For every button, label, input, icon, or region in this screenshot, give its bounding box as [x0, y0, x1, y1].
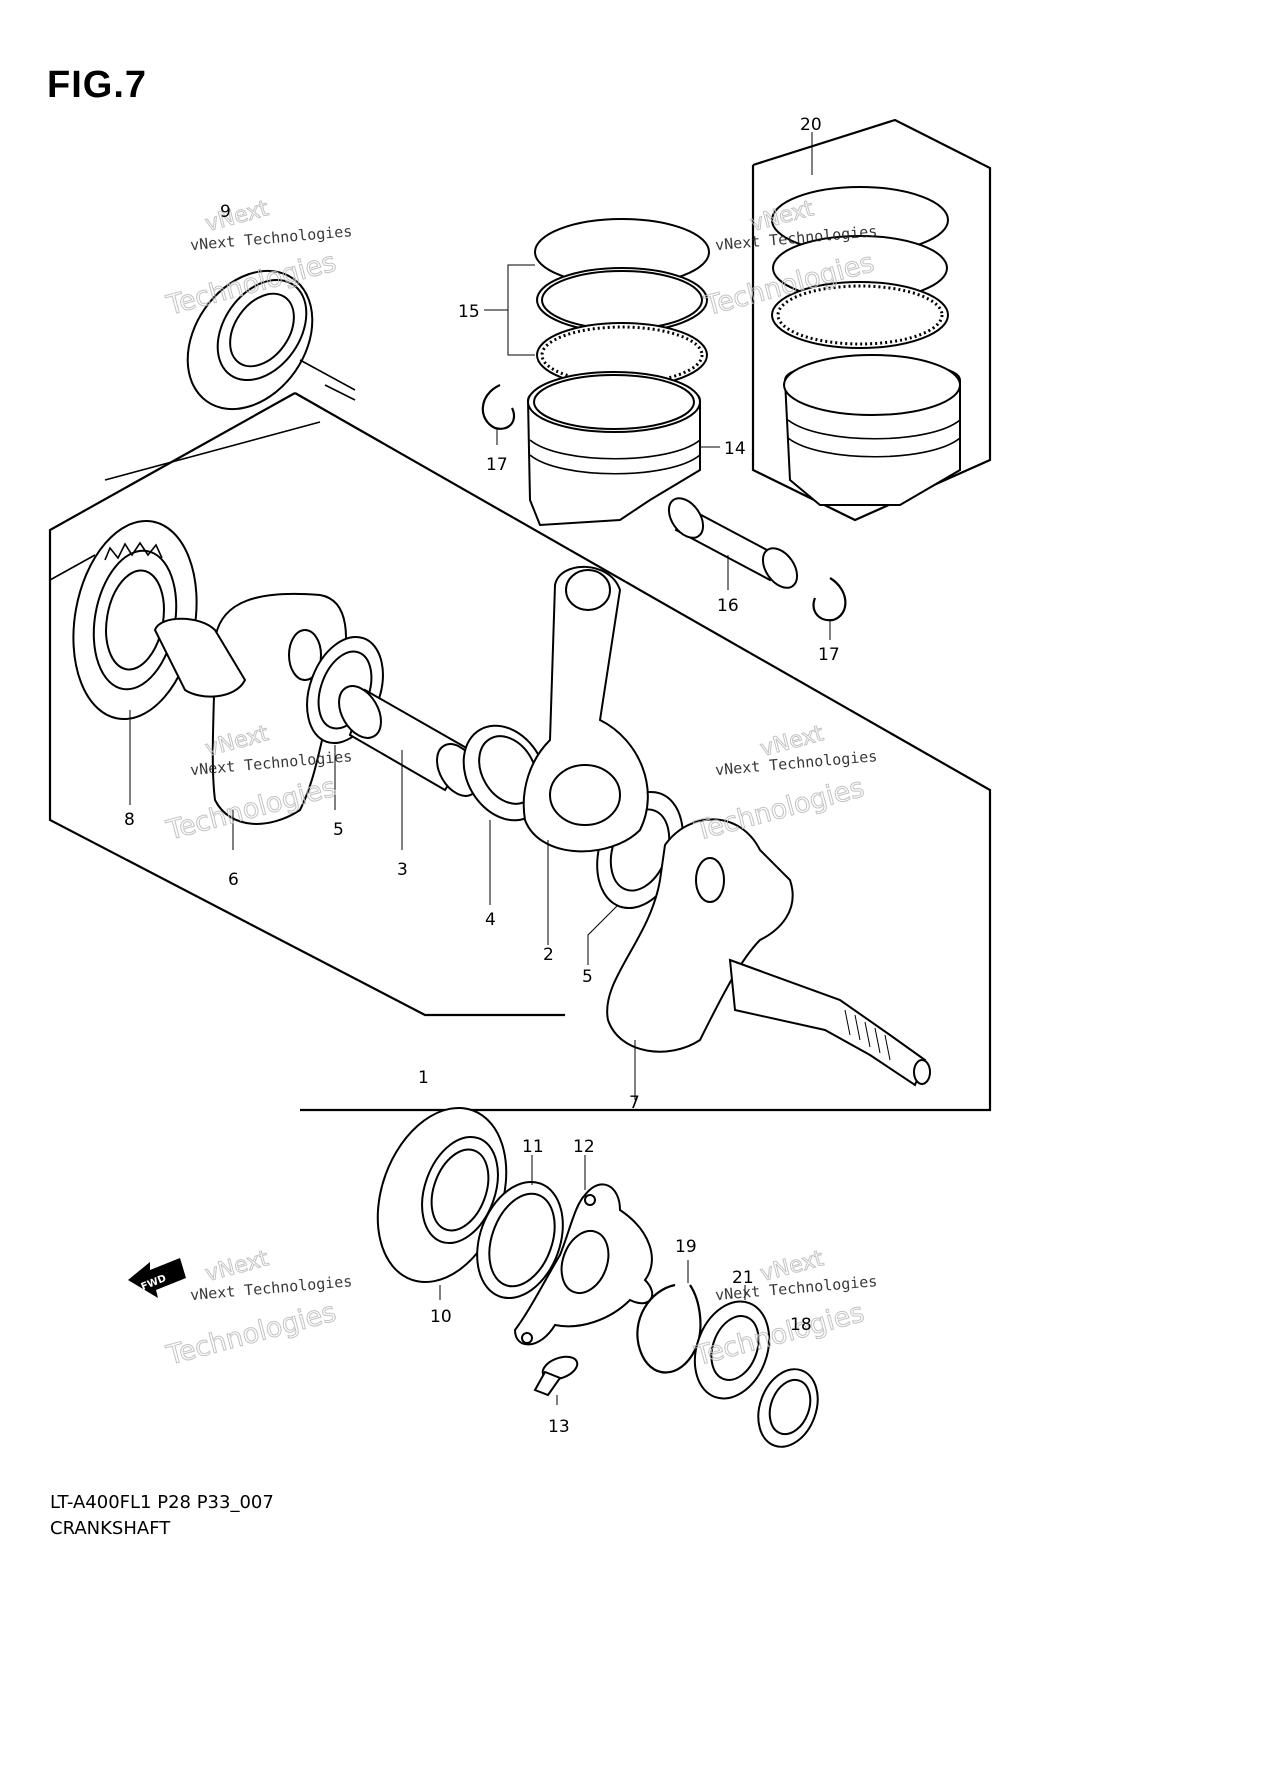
watermark-4: vNext vNext Technologies Technologies	[690, 721, 878, 848]
callout-6: 6	[228, 870, 239, 890]
crank-web-6	[153, 592, 347, 850]
watermark-5: vNext vNext Technologies Technologies	[162, 1246, 353, 1373]
figure-caption: LT-A400FL1 P28 P33_007 CRANKSHAFT	[50, 1490, 274, 1542]
callout-15: 15	[458, 302, 480, 322]
callout-19: 19	[675, 1237, 697, 1257]
callout-3: 3	[397, 860, 408, 880]
retainer-plate-12	[513, 1155, 654, 1346]
circlip-19	[636, 1260, 702, 1374]
callout-21: 21	[732, 1268, 754, 1288]
connecting-rod-2	[522, 565, 649, 945]
callout-14: 14	[724, 439, 746, 459]
callout-2: 2	[543, 945, 554, 965]
callout-7: 7	[629, 1093, 640, 1113]
model-code: LT-A400FL1 P28 P33_007	[50, 1492, 274, 1513]
figure-name: CRANKSHAFT	[50, 1518, 171, 1539]
callout-20: 20	[800, 115, 822, 135]
crank-pin-3	[338, 685, 480, 850]
bearing-10	[376, 1106, 508, 1300]
callout-11: 11	[522, 1137, 544, 1157]
callout-16: 16	[717, 596, 739, 616]
circlip-17-bottom	[812, 577, 847, 640]
piston-set-20	[771, 186, 961, 506]
callout-5b: 5	[582, 967, 593, 987]
figure-title: FIG.7	[47, 64, 148, 106]
callout-17b: 17	[818, 645, 840, 665]
callout-13: 13	[548, 1417, 570, 1437]
callout-labels: 1 2 3 4 5 5 6 7 8 9 10 11 12 13 14 15 16…	[124, 115, 840, 1437]
gear-8	[72, 519, 198, 805]
callout-12: 12	[573, 1137, 595, 1157]
svg-text:Technologies: Technologies	[163, 1297, 340, 1372]
bearing-21	[693, 1285, 771, 1400]
svg-text:Technologies: Technologies	[691, 772, 868, 847]
callout-1: 1	[418, 1068, 429, 1088]
svg-text:Technologies: Technologies	[691, 1297, 868, 1372]
callout-17a: 17	[486, 455, 508, 475]
piston-rings-15	[484, 218, 710, 388]
fwd-arrow-icon: FWD	[128, 1258, 186, 1298]
oil-seal-18	[757, 1368, 819, 1448]
assembly-outline	[48, 392, 992, 1112]
piston-pin-16	[667, 497, 799, 590]
circlip-17-top	[481, 383, 516, 445]
piston-set-outline	[751, 118, 992, 522]
callout-4: 4	[485, 910, 496, 930]
callout-10: 10	[430, 1307, 452, 1327]
callout-5a: 5	[333, 820, 344, 840]
bearing-9	[186, 269, 356, 411]
callout-8: 8	[124, 810, 135, 830]
callout-18: 18	[790, 1315, 812, 1335]
piston-14	[526, 371, 720, 527]
crank-shaft-7	[606, 818, 931, 1100]
oil-seal-11	[476, 1155, 564, 1300]
callout-9: 9	[220, 202, 231, 222]
screw-13	[533, 1355, 579, 1405]
